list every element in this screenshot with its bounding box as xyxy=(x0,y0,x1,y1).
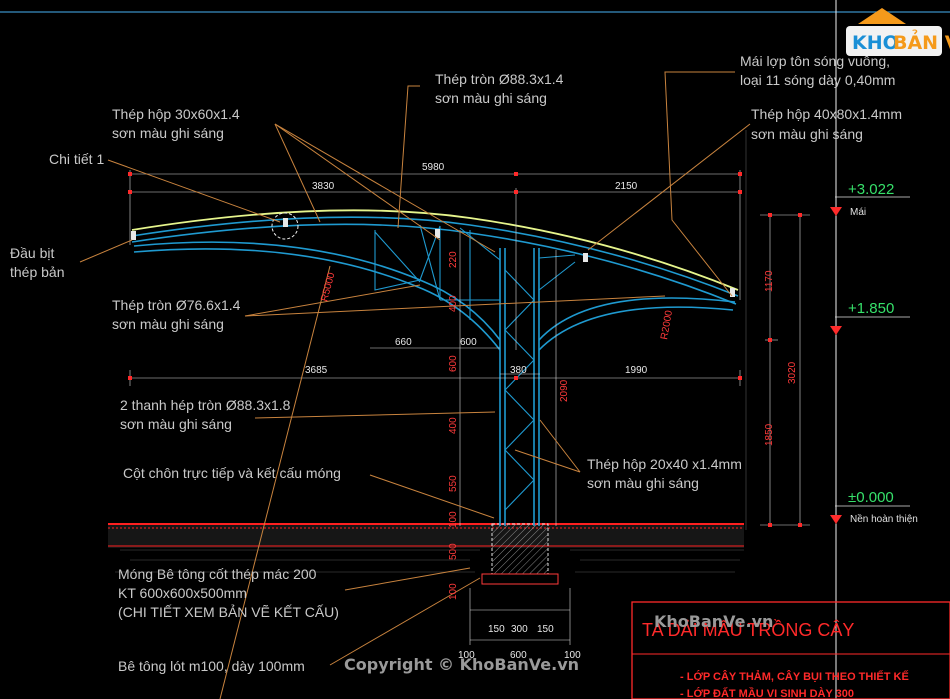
dim-b600: 600 xyxy=(510,650,527,661)
note-hop-20x40-l1: Thép hộp 20x40 x1.4mm xyxy=(587,456,742,472)
purlin-clips xyxy=(131,218,735,297)
note-hop-30x60-l2: sơn màu ghi sáng xyxy=(112,125,224,141)
dim-1170: 1170 xyxy=(764,270,775,292)
note-hai-thanh-l1: 2 thanh hép tròn Ø88.3x1.8 xyxy=(120,397,291,413)
leader-lines xyxy=(79,71,751,699)
dim-r2000: R2000 xyxy=(659,309,675,340)
roof-sheet xyxy=(131,209,739,291)
note-mai-lop-l2: loại 11 sóng dày 0,40mm xyxy=(740,72,895,88)
dim-550: 550 xyxy=(448,475,459,492)
dim-b100a: 100 xyxy=(458,650,475,661)
title-block-title: TA DẢI MẦU TRỒNG CÂY xyxy=(642,619,854,640)
dim-220: 220 xyxy=(448,251,459,268)
note-hop-40x80-l1: Thép hộp 40x80x1.4mm xyxy=(751,106,902,122)
dim-400b: 400 xyxy=(448,417,459,434)
note-hai-thanh-l2: sơn màu ghi sáng xyxy=(120,416,232,432)
note-mai-lop-l1: Mái lợp tôn sóng vuông, xyxy=(740,53,890,69)
dimension-ticks xyxy=(128,172,802,527)
logo-text-banve: BẢN VẼ xyxy=(893,29,950,54)
dim-b150a: 150 xyxy=(488,624,505,635)
note-chi-tiet: Chi tiết 1 xyxy=(49,151,104,167)
note-hop-30x60-l1: Thép hộp 30x60x1.4 xyxy=(112,106,240,122)
steel-frame xyxy=(131,216,739,526)
note-cot-chon: Cột chôn trực tiếp và kết cấu móng xyxy=(123,465,341,481)
dim-600v: 600 xyxy=(448,355,459,372)
level-markers xyxy=(830,196,910,524)
dim-b100b: 100 xyxy=(564,650,581,661)
note-mong-l3: (CHI TIẾT XEM BẢN VẼ KẾT CẤU) xyxy=(118,604,339,620)
note-dau-bit-l2: thép bản xyxy=(10,264,65,280)
level-ground: ±0.000 xyxy=(848,489,894,506)
dim-right-top: 2150 xyxy=(615,181,638,192)
concrete-footing xyxy=(481,523,559,585)
dim-r5000: R5000 xyxy=(319,271,337,303)
dim-600h: 600 xyxy=(460,337,477,348)
dim-overall: 5980 xyxy=(422,162,445,173)
note-mong-l2: KT 600x600x500mm xyxy=(118,585,247,601)
note-thep-tron-76-l2: sơn màu ghi sáng xyxy=(112,316,224,332)
note-dau-bit-l1: Đầu bịt xyxy=(10,245,54,261)
note-thep-tron-88-l1: Thép tròn Ø88.3x1.4 xyxy=(435,71,564,87)
dim-right-mid: 1990 xyxy=(625,365,648,376)
dim-100b: 100 xyxy=(448,583,459,600)
title-block-line1: - LỚP CÂY THẢM, CÂY BỤI THEO THIẾT KẾ xyxy=(680,670,909,683)
dimension-lines xyxy=(129,170,810,645)
dim-100a: 100 xyxy=(448,511,459,528)
detail-1-marker xyxy=(271,212,299,240)
dim-b150b: 150 xyxy=(537,624,554,635)
dim-660: 660 xyxy=(395,337,412,348)
dim-400a: 400 xyxy=(448,295,459,312)
ground-section xyxy=(108,523,744,573)
level-top-label: Mái xyxy=(850,207,866,218)
logo-text-kho: KHO xyxy=(852,32,899,54)
title-block xyxy=(631,601,950,699)
level-top: +3.022 xyxy=(848,181,894,198)
dim-2090: 2090 xyxy=(559,379,570,402)
dim-3020: 3020 xyxy=(787,361,798,384)
note-hop-20x40-l2: sơn màu ghi sáng xyxy=(587,475,699,491)
level-ground-label: Nền hoàn thiện xyxy=(850,513,918,525)
dim-380: 380 xyxy=(510,365,527,376)
note-be-tong-lot: Bê tông lót m100, dày 100mm xyxy=(118,658,305,674)
note-thep-tron-88-l2: sơn màu ghi sáng xyxy=(435,90,547,106)
note-thep-tron-76-l1: Thép tròn Ø76.6x1.4 xyxy=(112,297,241,313)
level-mid: +1.850 xyxy=(848,300,894,317)
dim-1850: 1850 xyxy=(764,423,775,446)
note-hop-40x80-l2: sơn màu ghi sáng xyxy=(751,126,863,142)
watermark-copyright: Copyright © KhoBanVe.vn xyxy=(344,655,579,674)
kho-ban-ve-logo xyxy=(846,8,942,56)
watermark-site: KhoBanVe.vn xyxy=(654,612,773,631)
note-mong-l1: Móng Bê tông cốt thép mác 200 xyxy=(118,566,317,582)
dim-left-top: 3830 xyxy=(312,181,335,192)
dim-b300: 300 xyxy=(511,624,528,635)
dim-500: 500 xyxy=(448,543,459,560)
title-block-line2: - LỚP ĐẤT MẦU VI SINH DÀY 300 xyxy=(680,687,854,699)
dim-left-mid: 3685 xyxy=(305,365,328,376)
